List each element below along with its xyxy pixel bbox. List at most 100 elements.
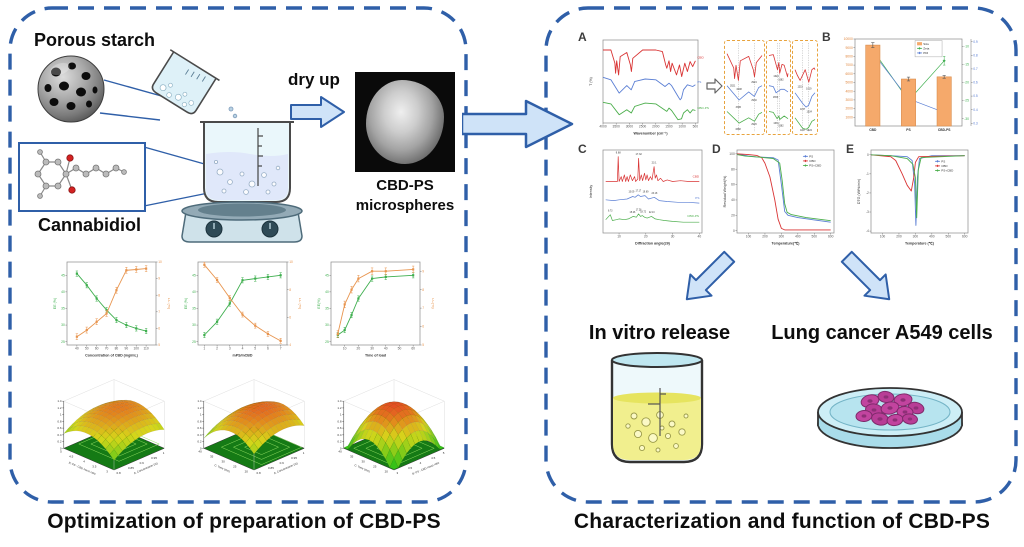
svg-text:2000: 2000 [652,125,660,129]
svg-text:0.9: 0.9 [280,461,285,465]
svg-text:-25: -25 [964,99,969,103]
svg-text:7: 7 [158,310,160,314]
svg-text:10: 10 [617,235,621,239]
cannabidiol-structure-box [18,142,146,212]
porous-starch-ball [37,55,105,123]
bubbles [213,160,281,195]
svg-text:Size: Size [923,42,929,46]
svg-text:1582: 1582 [778,78,784,81]
svg-text:30: 30 [362,459,366,463]
svg-text:0.6: 0.6 [337,426,342,430]
svg-text:1.2: 1.2 [57,406,62,410]
svg-text:0: 0 [867,153,869,157]
svg-text:C: Time (min): C: Time (min) [214,463,231,473]
zoom-arrow [706,78,723,94]
cannabidiol-label: Cannabidiol [38,215,141,235]
svg-text:300: 300 [779,235,785,239]
dry-up-label: dry up [288,70,340,89]
panel-letter-d: D [712,142,721,156]
svg-text:7: 7 [422,306,424,310]
svg-text:7: 7 [280,347,282,351]
svg-text:5: 5 [60,450,62,454]
svg-text:40: 40 [338,450,342,454]
svg-text:C: Time (min): C: Time (min) [354,463,371,473]
svg-text:8: 8 [289,288,291,292]
left-panel-caption: Optimization of preparation of CBD-PS [47,510,441,533]
svg-text:40: 40 [731,198,735,202]
svg-text:25: 25 [61,340,65,344]
svg-text:500: 500 [693,125,699,129]
svg-text:25: 25 [325,340,329,344]
svg-text:15.09: 15.09 [628,191,634,193]
svg-text:3521: 3521 [730,85,736,88]
svg-text:0.8: 0.8 [117,471,122,475]
svg-text:PS: PS [809,155,813,159]
svg-text:25: 25 [373,464,377,468]
svg-text:Diffraction angle(2θ): Diffraction angle(2θ) [635,241,670,245]
svg-text:Wavenumber (cm⁻¹): Wavenumber (cm⁻¹) [633,131,668,135]
svg-text:9: 9 [158,277,160,281]
svg-text:CBD-PS: CBD-PS [687,214,699,218]
svg-text:-15: -15 [964,62,969,66]
svg-text:20: 20 [245,469,249,473]
svg-text:30: 30 [671,235,675,239]
svg-text:500: 500 [812,235,818,239]
svg-text:EE(%): EE(%) [317,298,321,308]
svg-text:4.5: 4.5 [69,454,74,458]
svg-text:0.95: 0.95 [291,456,297,460]
svg-text:600: 600 [962,235,968,239]
svg-text:5: 5 [443,451,445,455]
svg-text:A: Concentration (%): A: Concentration (%) [133,461,158,475]
svg-text:6: 6 [422,325,424,329]
svg-text:50: 50 [85,347,89,351]
arrow-to-cells [840,250,891,301]
svg-text:4.5: 4.5 [431,456,436,460]
cannabidiol-molecule [34,149,127,199]
svg-text:9000: 9000 [845,46,853,50]
svg-text:1000: 1000 [845,115,853,119]
panel-letter-a: A [578,30,587,44]
svg-text:A: Concentration (%): A: Concentration (%) [273,461,298,475]
svg-text:0.85: 0.85 [128,466,134,470]
porous-starch-label: Porous starch [34,30,156,50]
svg-text:3: 3 [106,469,108,473]
svg-text:30: 30 [192,323,196,327]
svg-text:60: 60 [95,347,99,351]
svg-text:18.72: 18.72 [640,211,646,213]
svg-text:20: 20 [357,347,361,351]
svg-text:5: 5 [158,343,160,347]
svg-text:80: 80 [115,347,119,351]
svg-text:23.1: 23.1 [652,161,657,164]
svg-text:40: 40 [75,347,79,351]
svg-text:30: 30 [222,459,226,463]
mixing-beaker [200,121,294,203]
svg-text:-30: -30 [964,117,969,121]
panel-letter-e: E [846,142,855,156]
svg-text:2500: 2500 [639,125,647,129]
svg-text:35: 35 [325,307,329,311]
svg-text:0.4: 0.4 [973,108,978,112]
svg-text:400: 400 [929,235,935,239]
svg-text:PDI: PDI [923,51,928,55]
svg-text:0.8: 0.8 [197,419,202,423]
svg-text:3386: 3386 [736,106,742,109]
svg-text:CBD: CBD [941,164,948,168]
svg-text:1: 1 [203,347,205,351]
svg-text:35: 35 [192,307,196,311]
svg-text:0.2: 0.2 [337,440,342,444]
svg-text:80: 80 [731,167,735,171]
svg-text:300: 300 [913,235,919,239]
svg-text:3500: 3500 [613,125,621,129]
svg-text:19.69: 19.69 [643,191,649,193]
svg-text:0.2: 0.2 [197,440,202,444]
right-panel-border [544,6,1018,504]
svg-text:0.95: 0.95 [151,456,157,460]
svg-text:Residual Weight(%): Residual Weight(%) [723,176,727,208]
svg-text:20: 20 [385,469,389,473]
svg-text:17.17: 17.17 [635,191,641,193]
